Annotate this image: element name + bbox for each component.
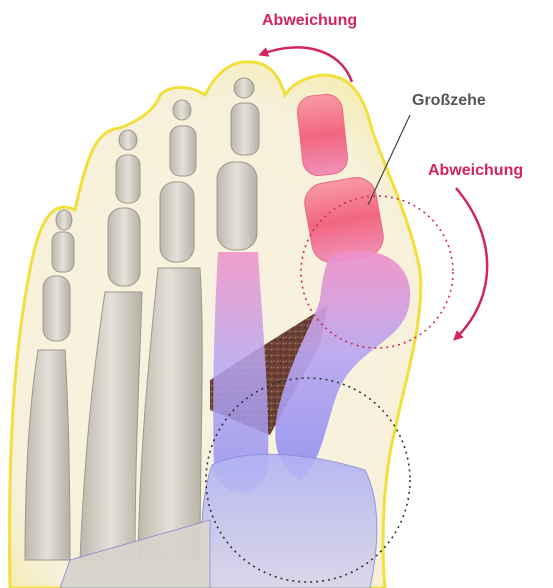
- curved-arrow-icon: [456, 188, 487, 338]
- deviation-label-right: Abweichung: [428, 162, 523, 180]
- big-toe-label: Großzehe: [412, 92, 486, 110]
- deviation-label-top: Abweichung: [262, 12, 357, 30]
